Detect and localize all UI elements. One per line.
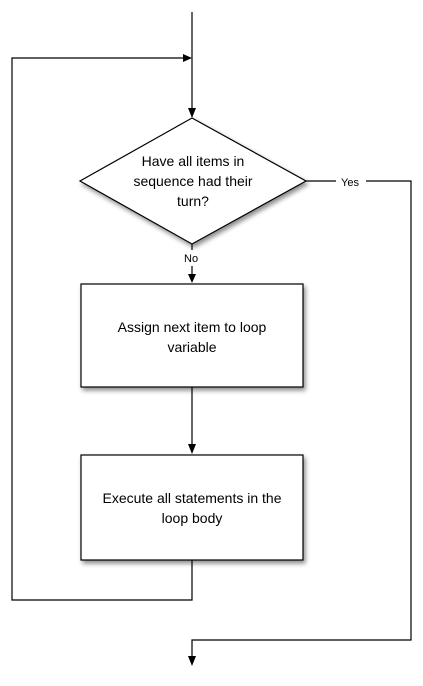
assign-line-1: Assign next item to loop bbox=[118, 319, 267, 335]
loop-back-connector bbox=[11, 57, 193, 601]
assign-line-2: variable bbox=[167, 339, 216, 355]
exit-arrowhead bbox=[188, 656, 196, 666]
loop-back-arrowhead bbox=[183, 54, 192, 62]
no-arrowhead bbox=[188, 274, 196, 283]
assign-to-execute-arrowhead bbox=[188, 444, 196, 454]
execute-process-box bbox=[80, 454, 304, 561]
decision-line-1: Have all items in bbox=[142, 153, 245, 169]
decision-line-2: sequence had their bbox=[133, 173, 252, 189]
assign-process-box bbox=[80, 283, 304, 388]
execute-line-2: loop body bbox=[162, 510, 223, 526]
no-label: No bbox=[184, 253, 198, 265]
yes-connector bbox=[191, 180, 412, 658]
yes-label: Yes bbox=[341, 177, 359, 189]
decision-line-3: turn? bbox=[177, 193, 209, 209]
entry-arrowhead bbox=[188, 108, 196, 118]
execute-line-1: Execute all statements in the bbox=[103, 490, 282, 506]
decision-diamond bbox=[78, 117, 308, 245]
